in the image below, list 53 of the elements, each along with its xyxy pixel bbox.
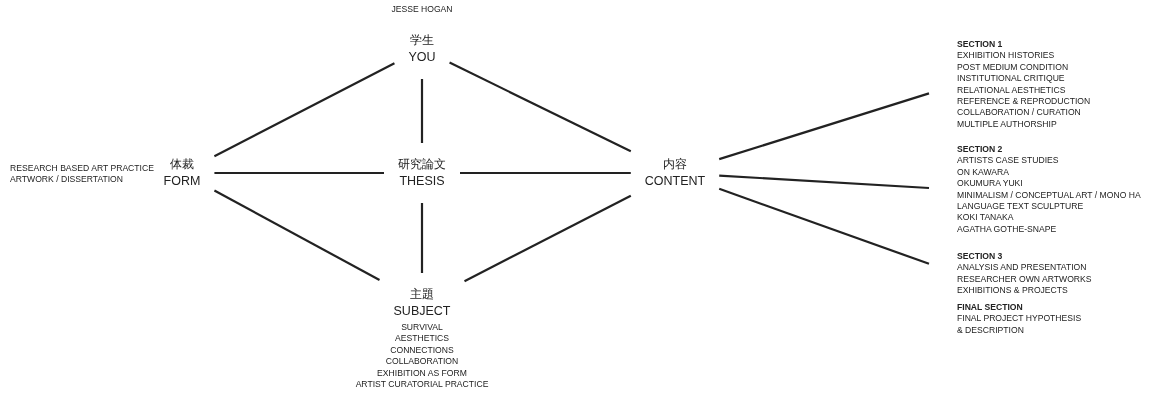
- note-text: ARTIST CURATORIAL PRACTICE: [355, 379, 489, 391]
- node-label: SUBJECT: [393, 304, 451, 319]
- node-label: 学生: [410, 33, 434, 48]
- section-item: ON KAWARA: [957, 166, 1009, 179]
- connector-line: [463, 194, 632, 283]
- section-item: RELATIONAL AESTHETICS: [957, 84, 1066, 97]
- note-text: SURVIVAL: [401, 322, 443, 334]
- section-item: MULTIPLE AUTHORSHIP: [957, 118, 1057, 131]
- connector-line: [420, 203, 424, 273]
- section-item: & DESCRIPTION: [957, 324, 1025, 337]
- connector-line: [420, 79, 424, 143]
- node-label: CONTENT: [644, 174, 706, 189]
- note-text: RESEARCH BASED ART PRACTICE: [10, 163, 154, 175]
- note-text: AESTHETICS: [395, 333, 449, 345]
- note-text: JESSE HOGAN: [391, 4, 453, 16]
- section-item: RESEARCHER OWN ARTWORKS: [957, 273, 1092, 286]
- section-item: ARTISTS CASE STUDIES: [957, 155, 1059, 167]
- section-item: POST MEDIUM CONDITION: [957, 61, 1069, 74]
- section-item: AGATHA GOTHE-SNAPE: [957, 223, 1057, 236]
- section-item: EXHIBITION HISTORIES: [957, 50, 1055, 62]
- node-label: 主題: [410, 287, 434, 302]
- section-item: OKUMURA YUKI: [957, 178, 1023, 190]
- node-label: 研究論文: [398, 157, 446, 172]
- node-label: 体裁: [170, 157, 194, 172]
- section-heading: SECTION 3: [957, 251, 1003, 263]
- connector-line: [449, 61, 632, 153]
- section-item: INSTITUTIONAL CRITIQUE: [957, 73, 1065, 85]
- section-item: REFERENCE & REPRODUCTION: [957, 96, 1091, 108]
- node-label: YOU: [408, 50, 436, 65]
- section-item: COLLABORATION / CURATION: [957, 107, 1081, 119]
- node-label: FORM: [163, 174, 201, 189]
- node-label: 内容: [663, 157, 687, 172]
- note-text: CONNECTIONS: [390, 344, 454, 357]
- section-item: KOKI TANAKA: [957, 212, 1014, 224]
- note-text: ARTWORK / DISSERTATION: [10, 174, 123, 186]
- section-heading: SECTION 1: [957, 39, 1003, 51]
- connector-line: [213, 189, 381, 281]
- connector-line: [213, 62, 395, 158]
- section-item: FINAL PROJECT HYPOTHESIS: [957, 313, 1082, 325]
- section-item: MINIMALISM / CONCEPTUAL ART / MONO HA: [957, 189, 1141, 202]
- section-item: EXHIBITIONS & PROJECTS: [957, 285, 1068, 297]
- connector-line: [214, 171, 384, 175]
- section-heading: FINAL SECTION: [957, 302, 1024, 314]
- connector-line: [718, 187, 930, 265]
- node-label: THESIS: [399, 174, 445, 189]
- section-heading: SECTION 2: [957, 144, 1003, 156]
- connector-line: [719, 174, 930, 190]
- connector-line: [460, 171, 631, 175]
- note-text: COLLABORATION: [385, 356, 459, 368]
- section-item: ANALYSIS AND PRESENTATION: [957, 262, 1087, 274]
- section-item: LANGUAGE TEXT SCULPTURE: [957, 201, 1084, 213]
- connector-line: [718, 92, 930, 161]
- note-text: EXHIBITION AS FORM: [377, 367, 467, 380]
